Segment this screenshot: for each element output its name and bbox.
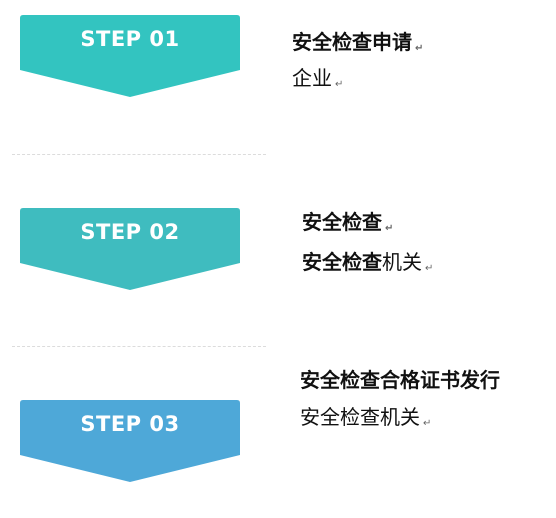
step-01-title: 安全检查申请↵ [292,30,423,61]
step-02-title: 安全检查↵ [302,210,393,241]
step-02-chevron-shape [20,208,240,290]
step-01-subtitle-text: 企业 [292,66,332,90]
step-01-badge: STEP 01 [20,15,240,99]
step-03-subtitle: 安全检查机关↵ [300,405,431,436]
step-02-subtitle-rest: 机关 [382,250,422,274]
step-03-title: 安全检查合格证书发行 [300,368,500,392]
step-02-chevron-fill [20,208,240,290]
step-02-subtitle-bold: 安全检查 [302,250,382,274]
step-01-subtitle: 企业↵ [292,66,343,97]
step-03-chevron-shape [20,400,240,482]
divider-2 [12,346,266,347]
step-03-badge: STEP 03 [20,400,240,484]
paragraph-mark-icon: ↵ [415,43,424,54]
step-01-title-text: 安全检查申请 [292,30,412,54]
step-03-subtitle-text: 安全检查机关 [300,405,420,429]
step-02-badge: STEP 02 [20,208,240,292]
paragraph-mark-icon: ↵ [423,418,432,429]
step-03-chevron-fill [20,400,240,482]
divider-1 [12,154,266,155]
step-02-label: STEP 02 [80,220,180,244]
step-02-title-text: 安全检查 [302,210,382,234]
paragraph-mark-icon: ↵ [425,263,434,274]
step-03-label: STEP 03 [80,412,180,436]
step-02-subtitle: 安全检查机关↵ [302,250,433,281]
step-01-label: STEP 01 [80,27,180,51]
step-01-chevron-fill [20,15,240,97]
paragraph-mark-icon: ↵ [335,79,344,90]
step-03-title-text: 安全检查合格证书发行 [300,368,500,392]
paragraph-mark-icon: ↵ [385,223,394,234]
step-01-chevron-shape [20,15,240,97]
